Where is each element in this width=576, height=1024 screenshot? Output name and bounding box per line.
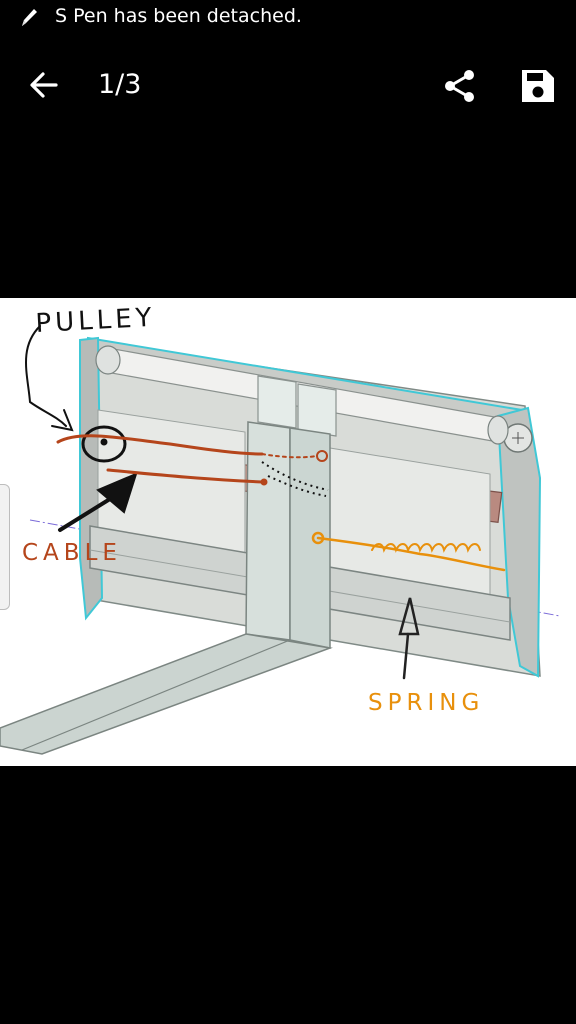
cable-label: CABLE — [22, 540, 122, 566]
share-icon — [445, 70, 474, 102]
forklift-sketch: PULLEY CABLE SPRING — [0, 303, 561, 755]
fork-blades — [0, 633, 333, 755]
spring-label: SPRING — [368, 690, 484, 716]
side-panel-handle[interactable] — [0, 484, 10, 610]
pulley-annotation — [25, 325, 138, 532]
dotted-marks — [261, 461, 329, 497]
back-button[interactable] — [26, 66, 64, 104]
status-message: S Pen has been detached. — [55, 5, 302, 27]
viewer-toolbar: 1/3 — [0, 52, 576, 118]
save-button[interactable] — [516, 66, 558, 106]
pulley-label: PULLEY — [35, 303, 156, 339]
status-bar: S Pen has been detached. — [0, 0, 576, 34]
spring-drawing — [311, 531, 506, 680]
save-icon — [522, 70, 554, 102]
cable-drawing — [56, 434, 328, 486]
page-counter: 1/3 — [98, 69, 142, 100]
photo-viewer-image[interactable]: PULLEY CABLE SPRING — [0, 298, 576, 766]
arrow-back-icon — [30, 72, 58, 98]
pen-icon — [22, 9, 37, 26]
share-button[interactable] — [440, 66, 480, 106]
